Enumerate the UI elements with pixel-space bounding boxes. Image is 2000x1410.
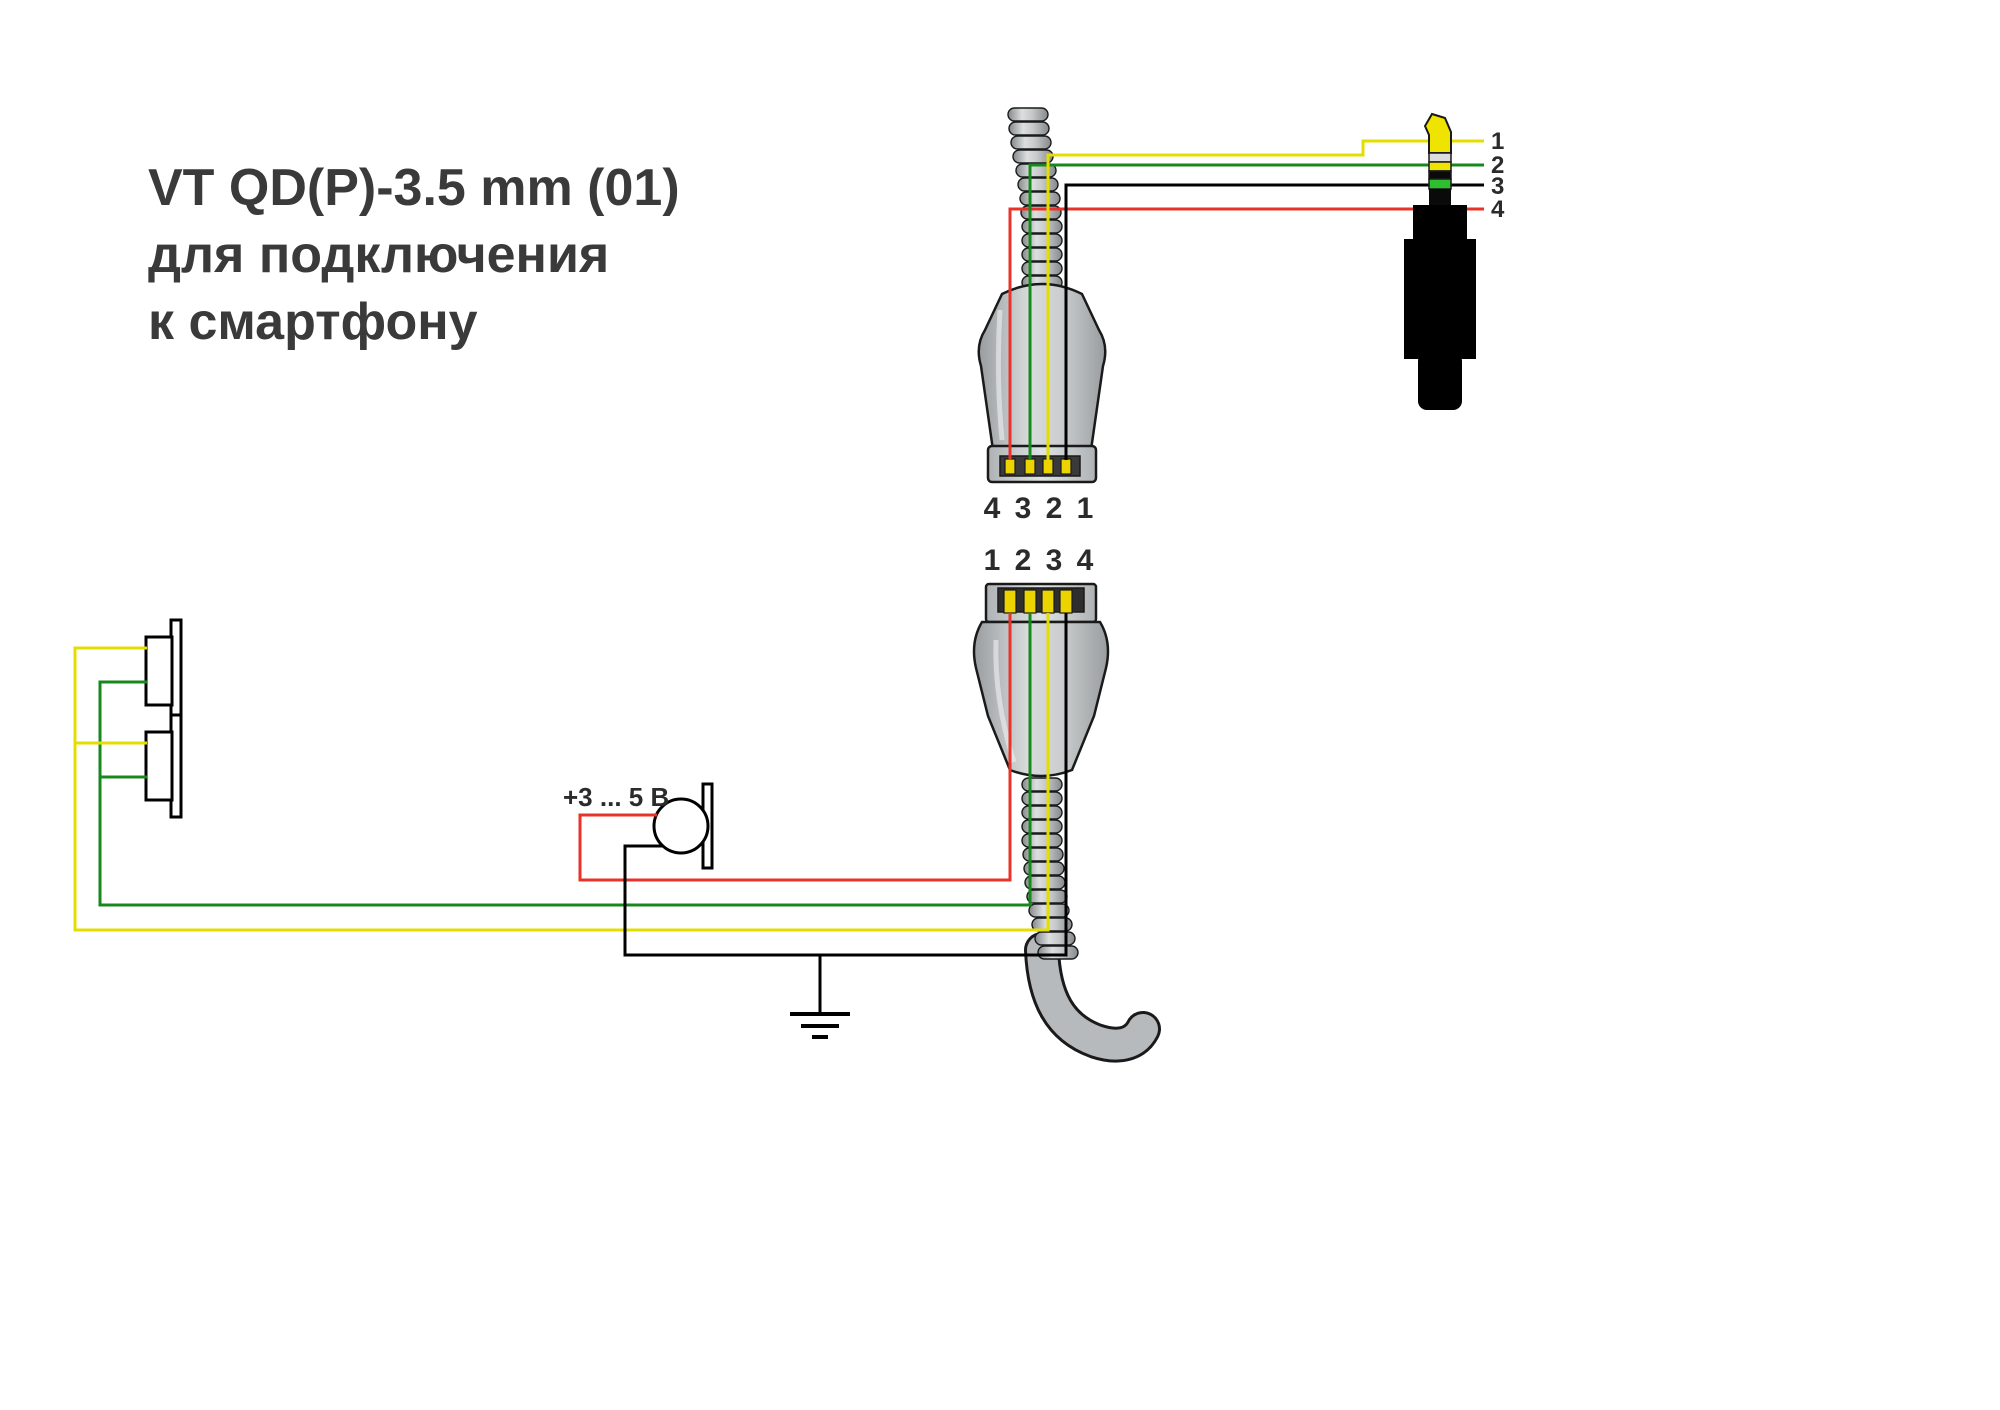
wire-green-top [1028, 163, 1484, 460]
cable-rib [1034, 931, 1076, 946]
cable-rib [1021, 833, 1063, 848]
cable-rib [1019, 191, 1061, 206]
cable-rib [1017, 177, 1059, 192]
cable-rib [1021, 819, 1063, 834]
plug-band-black [1428, 170, 1452, 180]
bottom-cable-ribs [1021, 777, 1079, 960]
cable-rib [1022, 847, 1064, 862]
plug-body [1404, 239, 1476, 359]
qd-bottom-contacts-label: 1 2 3 4 [984, 544, 1097, 577]
qd-contact-3 [1041, 589, 1055, 614]
plug-tip [1423, 112, 1452, 154]
cable-rib [1021, 219, 1063, 234]
wires [73, 139, 1484, 1013]
plug-pin-label-4: 4 [1491, 196, 1505, 223]
cable-rib [1010, 135, 1052, 150]
connector-highlight [995, 309, 1005, 441]
contact-slot [999, 455, 1081, 477]
cable-rib [1037, 945, 1079, 960]
ground-symbol [790, 1012, 850, 1039]
wire-yellow-bottom [73, 613, 1050, 932]
wire-red-top [1008, 207, 1484, 460]
mic-body [652, 797, 710, 855]
plug-strain-relief [1418, 352, 1462, 410]
page-title-line3: к смартфону [148, 293, 478, 351]
cable-rib [1021, 247, 1063, 262]
plug-shaft-silver [1428, 152, 1452, 163]
cable-rib [1021, 261, 1063, 276]
wire-black-top [1064, 183, 1484, 460]
qd-contact-1 [1003, 589, 1017, 614]
qd-contact-2 [1042, 458, 1054, 475]
cable-tail-fill [1027, 935, 1158, 1060]
microphone [652, 782, 714, 870]
cable-rib [1021, 791, 1063, 806]
plug-sleeve [1429, 189, 1451, 205]
cable-rib [1008, 121, 1050, 136]
wire-black-bottom [623, 613, 1068, 1013]
plug-pin-label-1: 1 [1491, 128, 1504, 155]
qd-contact-4 [1059, 589, 1073, 614]
qd-contact-3 [1024, 458, 1036, 475]
cable-rib [1007, 107, 1049, 122]
cable-rib [1021, 777, 1063, 792]
plug-body-step [1413, 205, 1467, 239]
speaker-bottom [144, 713, 183, 819]
speaker-magnet [144, 635, 174, 707]
mic-voltage-label: +3 ... 5 В [563, 782, 669, 812]
qd-contact-4 [1004, 458, 1016, 475]
plug-pin-label-3: 3 [1491, 173, 1504, 200]
cable-tail [1024, 932, 1161, 1063]
wire-green-bottom [98, 613, 1032, 907]
page-title-line1: VT QD(P)-3.5 mm (01) [148, 159, 680, 217]
plug-pin-label-2: 2 [1491, 152, 1504, 179]
qd-contact-1 [1060, 458, 1072, 475]
qd-contact-2 [1023, 589, 1037, 614]
wire-red-bottom [578, 613, 1012, 882]
speaker-top [144, 618, 183, 724]
wire-yellow-top [1046, 139, 1484, 460]
labels: VT QD(P)-3.5 mm (01) для подключения к с… [148, 128, 1505, 812]
cable-rib [1021, 233, 1063, 248]
plug-band-yellow [1428, 161, 1452, 172]
cable-rib [1031, 917, 1073, 932]
page-title-line2: для подключения [148, 226, 609, 284]
plug-35mm [1404, 112, 1476, 410]
qd-top-contacts-label: 4 3 2 1 [984, 492, 1097, 525]
cable-rib [1023, 861, 1065, 876]
qd-connector-bottom [972, 582, 1161, 1063]
cable-rib [1021, 805, 1063, 820]
speaker-magnet [144, 730, 174, 802]
plug-band-green [1428, 178, 1452, 190]
